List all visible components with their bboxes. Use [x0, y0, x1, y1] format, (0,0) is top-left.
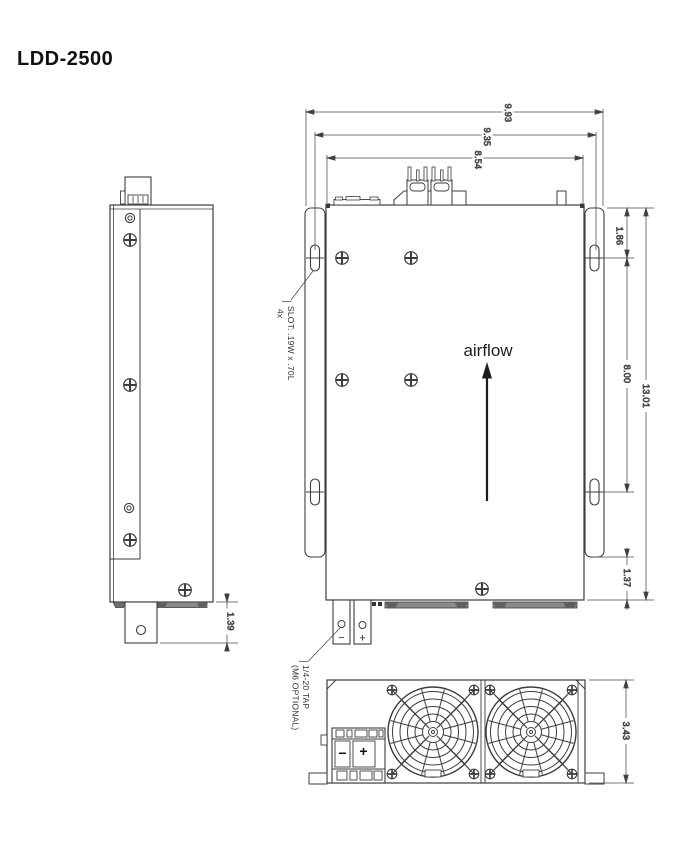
dim-label: 9.93 [503, 104, 513, 123]
airflow-annotation: airflow [463, 341, 513, 501]
top-feet [372, 601, 578, 609]
phillips-screw-icon [177, 582, 193, 598]
phillips-screw-icon [334, 250, 350, 266]
phillips-screw-icon [386, 684, 398, 696]
dim-bracket-depth: 1.39 [160, 593, 238, 652]
slot-callout-text: SLOT: .19W x .70L [286, 306, 296, 381]
page-title: LDD-2500 [17, 48, 114, 70]
top-edge-connector [333, 196, 381, 206]
phillips-screw-icon [566, 768, 578, 780]
dim-front-height: 3.43 [589, 679, 634, 784]
front-view [308, 679, 605, 785]
tap-callout-line1: 1/4-20 TAP [301, 665, 311, 709]
side-top-connector [120, 176, 152, 206]
dim-slot-to-slot: 8.00 [621, 257, 633, 493]
top-body [325, 204, 585, 601]
dim-overall-length: 13.01 [640, 207, 652, 601]
front-right-tab [584, 772, 605, 785]
front-left-tab [308, 772, 328, 785]
phillips-screw-icon [122, 232, 138, 248]
side-view [109, 176, 214, 644]
negative-symbol: − [338, 632, 344, 644]
phillips-screw-icon [403, 250, 419, 266]
side-bottom-bracket [124, 601, 158, 644]
phillips-screw-icon [474, 581, 490, 597]
tap-callout-line2: (M6 OPTIONAL) [291, 665, 301, 730]
dim-label: 8.00 [622, 365, 632, 384]
phillips-screw-icon [484, 684, 496, 696]
terminal-negative-tab [332, 599, 351, 645]
phillips-screw-icon [468, 684, 480, 696]
dim-flange-to-bottom: 1.37 [621, 548, 633, 610]
terminal-block-front [331, 727, 386, 784]
terminal-positive-tab [353, 599, 372, 645]
side-feet [112, 601, 208, 608]
top-edge-tab [556, 190, 567, 206]
dim-label: 13.01 [641, 384, 651, 408]
dim-label: 9.35 [482, 128, 492, 147]
dim-top-to-slot: 1.86 [614, 207, 630, 259]
front-positive-symbol: + [359, 743, 367, 759]
dim-label: 1.37 [622, 569, 632, 588]
phillips-screw-icon [122, 532, 138, 548]
dim-label: 1.39 [226, 612, 236, 631]
phillips-screw-icon [386, 768, 398, 780]
phillips-screw-icon [122, 377, 138, 393]
dim-label: 1.86 [615, 227, 625, 246]
airflow-label: airflow [463, 341, 513, 360]
terminal-block-top [393, 166, 467, 206]
phillips-screw-icon [484, 768, 496, 780]
dim-body-width: 8.54 [326, 146, 584, 203]
dim-label: 3.43 [621, 722, 631, 741]
dim-top-flange-width: 9.93 [305, 99, 604, 206]
phillips-screw-icon [334, 372, 350, 388]
dim-slot-span: 9.35 [314, 123, 597, 250]
note-slot: SLOT: .19W x .70L 4x [276, 270, 314, 381]
phillips-screw-icon [566, 684, 578, 696]
phillips-screw-icon [403, 372, 419, 388]
slot-qty-text: 4x [276, 309, 286, 319]
top-view [304, 166, 605, 645]
side-body [109, 204, 214, 603]
front-negative-symbol: − [338, 745, 346, 761]
positive-symbol: + [359, 633, 365, 645]
dim-label: 8.54 [473, 151, 483, 170]
phillips-screw-icon [468, 768, 480, 780]
note-tap: 1/4-20 TAP (M6 OPTIONAL) [291, 627, 341, 730]
